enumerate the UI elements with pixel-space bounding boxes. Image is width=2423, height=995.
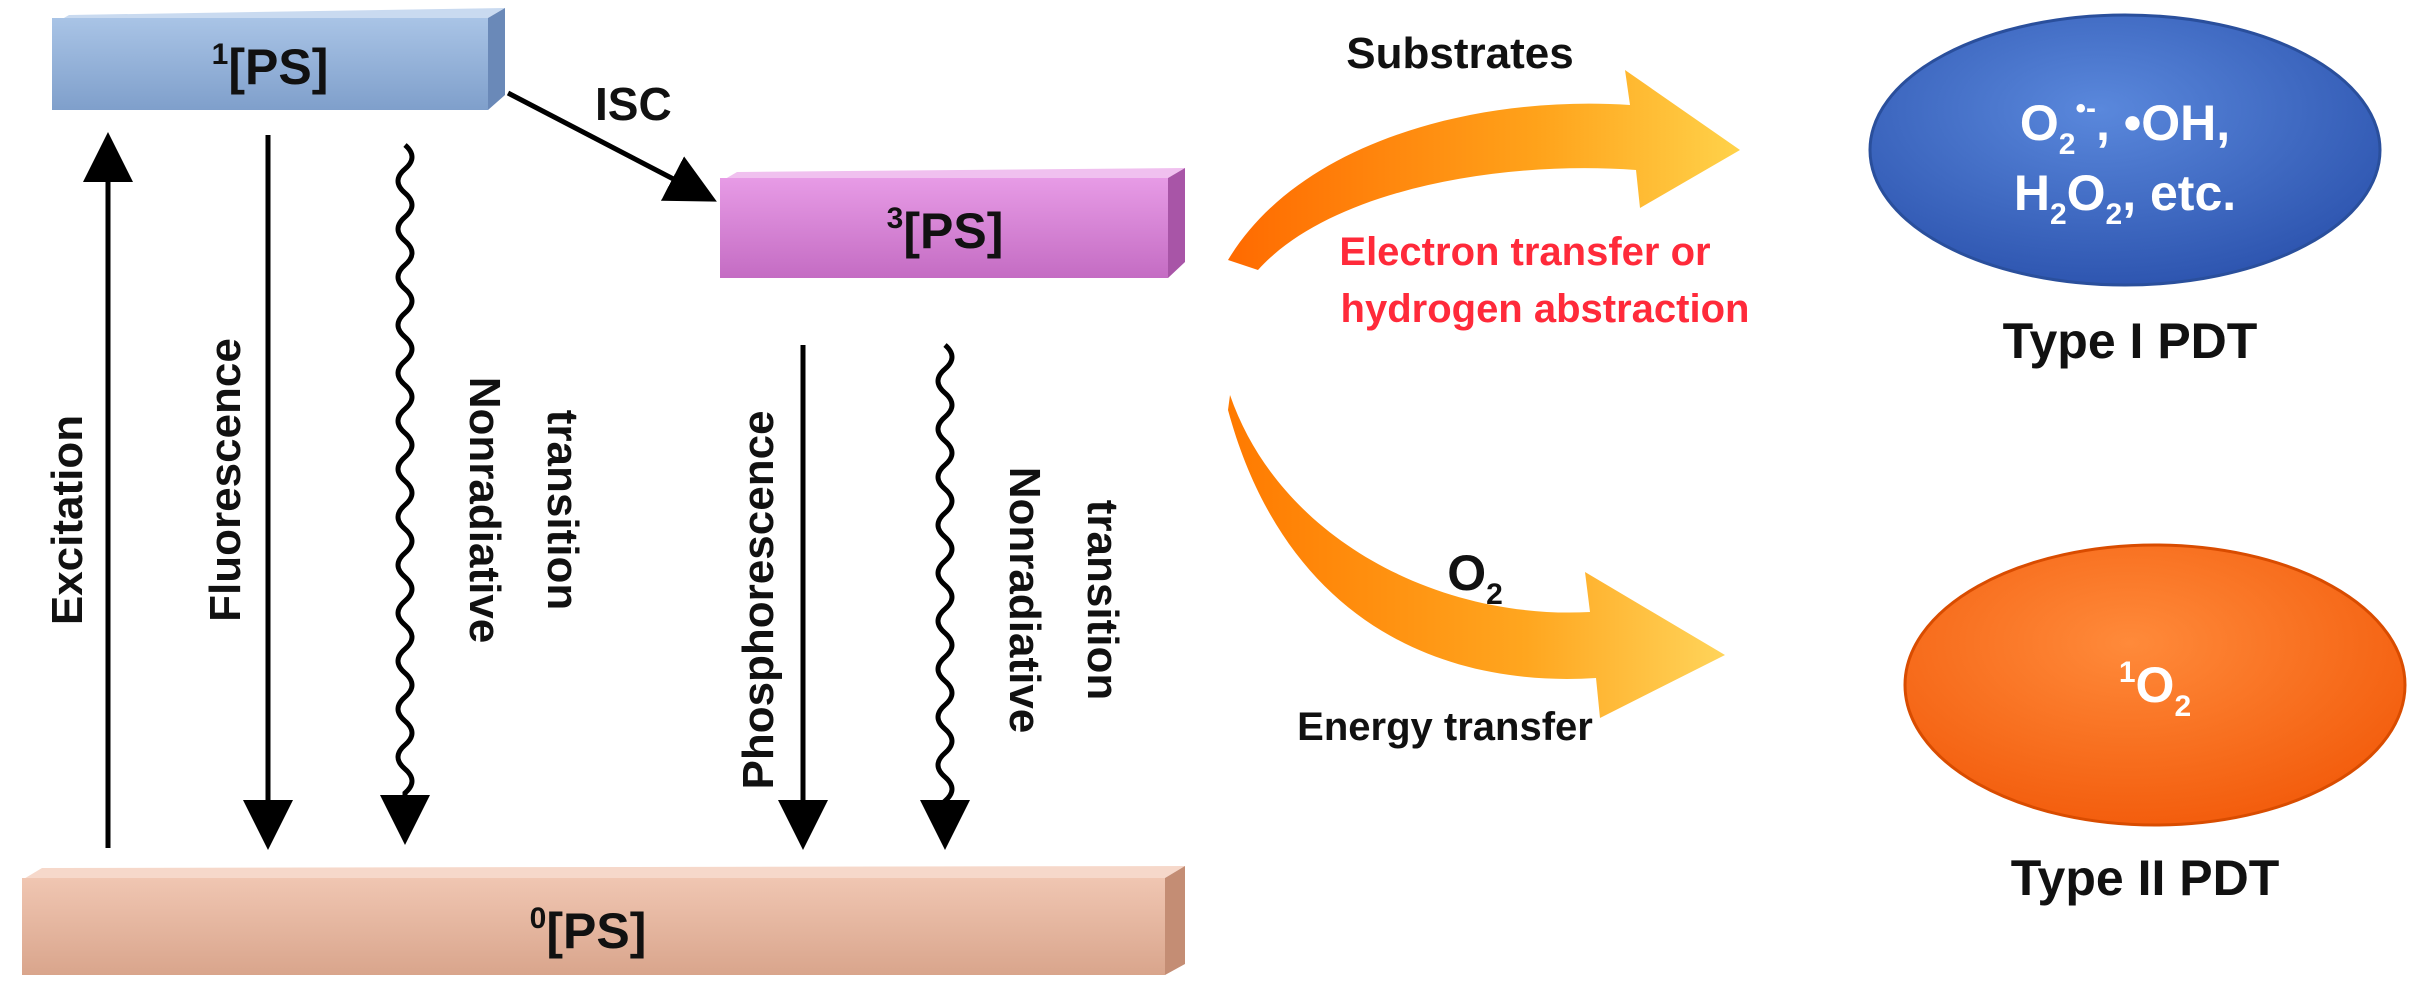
excitation-label: Excitation	[43, 415, 92, 625]
type1-process-line2: hydrogen abstraction	[1341, 287, 1750, 331]
type2-product-ellipse: 1O2	[1903, 543, 2407, 827]
nonradiative-arrow-1	[380, 143, 430, 845]
type2-pdt-label: Type II PDT	[2011, 850, 2280, 906]
type1-process-line1: Electron transfer or	[1339, 230, 1710, 274]
type1-pdt-label: Type I PDT	[2003, 313, 2258, 369]
nonradiative-label-2-line2: transition	[1078, 500, 1127, 700]
type1-products-line2: H2O2, etc.	[2014, 165, 2236, 231]
type1-product-ellipse: O2•-, •OH, H2O2, etc.	[1868, 13, 2382, 287]
type1-curved-arrow	[1228, 70, 1740, 270]
isc-arrow	[506, 90, 717, 202]
nonradiative-label-2-line1: Nonradiative	[1000, 467, 1049, 734]
type1-products-line1: O2•-, •OH,	[2020, 92, 2230, 161]
phosphorescence-label: Phosphorescence	[734, 410, 783, 789]
type2-curved-arrow	[1228, 395, 1725, 718]
singlet-level: 1[PS]	[52, 8, 505, 110]
singlet-oxygen-label: 1O2	[2119, 656, 2191, 723]
nonradiative-label-1: Nonradiative transition	[460, 377, 587, 644]
isc-label: ISC	[595, 78, 672, 130]
nonradiative-label-1-line1: Nonradiative	[460, 377, 509, 644]
o2-reactant-label: O2	[1447, 545, 1503, 611]
singlet-level-label: 1[PS]	[212, 38, 329, 95]
fluorescence-label: Fluorescence	[201, 338, 250, 622]
triplet-level: 3[PS]	[720, 168, 1185, 278]
substrates-label: Substrates	[1346, 29, 1573, 78]
energy-transfer-label: Energy transfer	[1297, 705, 1593, 749]
ground-level: 0[PS]	[22, 866, 1185, 975]
nonradiative-label-1-line2: transition	[538, 410, 587, 610]
nonradiative-label-2: Nonradiative transition	[1000, 467, 1127, 734]
triplet-level-label: 3[PS]	[887, 202, 1004, 259]
nonradiative-arrow-2	[920, 343, 970, 850]
ground-level-label: 0[PS]	[530, 902, 647, 959]
